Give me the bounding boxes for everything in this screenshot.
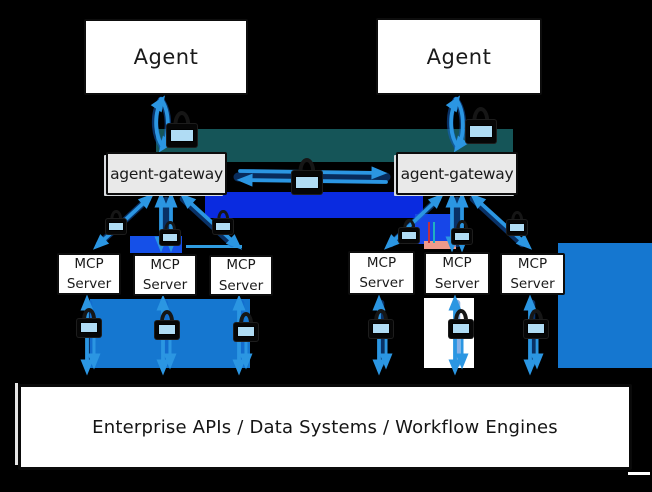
lock-screen bbox=[454, 231, 470, 241]
lock-screen bbox=[236, 326, 256, 338]
lock-screen bbox=[371, 323, 391, 335]
lock-icon bbox=[399, 219, 419, 243]
enterprise-layer-label: Enterprise APIs / Data Systems / Workflo… bbox=[92, 416, 558, 438]
agent-gateway-node-left: agent-gateway bbox=[106, 152, 227, 195]
lock-screen bbox=[79, 322, 99, 334]
lock-screen bbox=[170, 128, 194, 143]
lock-screen bbox=[469, 124, 493, 139]
lock-body bbox=[77, 318, 101, 337]
lock-icon bbox=[77, 308, 101, 337]
mcp-label-line2: Server bbox=[66, 276, 112, 292]
lock-icon bbox=[524, 309, 548, 338]
mcp-label-line2: Server bbox=[359, 275, 404, 291]
mcp-label-line2: Server bbox=[510, 276, 555, 292]
lock-icon bbox=[369, 309, 393, 338]
agent-node-left: Agent bbox=[84, 19, 248, 95]
lock-icon bbox=[106, 210, 126, 234]
lock-body bbox=[507, 219, 527, 235]
lock-body bbox=[167, 124, 197, 147]
lock-body bbox=[452, 228, 472, 244]
mcp-label-line1: MCP bbox=[74, 255, 104, 272]
mcp-server-node: MCP Server bbox=[57, 253, 121, 295]
lock-shackle bbox=[298, 158, 316, 175]
lock-body bbox=[106, 218, 126, 234]
lock-screen bbox=[162, 232, 178, 242]
agent-gateway-node-right: agent-gateway bbox=[396, 152, 518, 195]
artifact-azure-right bbox=[558, 243, 652, 368]
lock-screen bbox=[157, 324, 177, 336]
lock-screen bbox=[108, 221, 124, 231]
mcp-label-line1: MCP bbox=[366, 254, 397, 271]
lock-body bbox=[292, 171, 322, 194]
mcp-server-node: MCP Server bbox=[424, 252, 490, 295]
gateway-label: agent-gateway bbox=[400, 164, 514, 183]
gateway-label: agent-gateway bbox=[110, 164, 223, 183]
lock-screen bbox=[509, 222, 525, 232]
lock-icon bbox=[507, 211, 527, 235]
lock-icon bbox=[234, 312, 258, 341]
mcp-label-line1: MCP bbox=[517, 255, 548, 272]
mcp-label-line2: Server bbox=[218, 277, 264, 294]
lock-icon bbox=[292, 158, 322, 194]
mcp-label-line2: Server bbox=[434, 275, 480, 292]
lock-screen bbox=[295, 175, 319, 190]
mcp-label-line1: MCP bbox=[226, 257, 256, 274]
lock-shackle bbox=[472, 107, 490, 124]
mcp-label-line1: MCP bbox=[150, 256, 180, 273]
lock-icon bbox=[449, 309, 473, 338]
lock-icon bbox=[213, 210, 233, 234]
lock-body bbox=[524, 319, 548, 338]
lock-shackle bbox=[173, 111, 191, 128]
mcp-server-node: MCP Server bbox=[500, 253, 565, 295]
lock-icon bbox=[452, 220, 472, 244]
lock-body bbox=[234, 322, 258, 341]
mcp-server-node: MCP Server bbox=[209, 255, 273, 296]
lock-icon bbox=[160, 221, 180, 245]
mcp-label-line1: MCP bbox=[442, 255, 472, 272]
agent-label: Agent bbox=[426, 44, 492, 69]
lock-body bbox=[155, 320, 179, 339]
mcp-server-node: MCP Server bbox=[348, 251, 415, 295]
agent-label: Agent bbox=[133, 45, 199, 69]
lock-body bbox=[399, 227, 419, 243]
agent-node-right: Agent bbox=[376, 18, 542, 95]
lock-icon bbox=[466, 107, 496, 143]
lock-screen bbox=[401, 230, 417, 240]
lock-body bbox=[160, 229, 180, 245]
lock-icon bbox=[155, 310, 179, 339]
lock-body bbox=[449, 319, 473, 338]
lock-body bbox=[466, 120, 496, 143]
lock-screen bbox=[526, 323, 546, 335]
lock-body bbox=[369, 319, 393, 338]
lock-screen bbox=[215, 221, 231, 231]
lock-body bbox=[213, 218, 233, 234]
lock-screen bbox=[451, 323, 471, 335]
enterprise-layer-bar: Enterprise APIs / Data Systems / Workflo… bbox=[15, 383, 650, 475]
mcp-label-line2: Server bbox=[142, 277, 188, 293]
lock-icon bbox=[167, 111, 197, 147]
mcp-server-node: MCP Server bbox=[133, 254, 197, 296]
